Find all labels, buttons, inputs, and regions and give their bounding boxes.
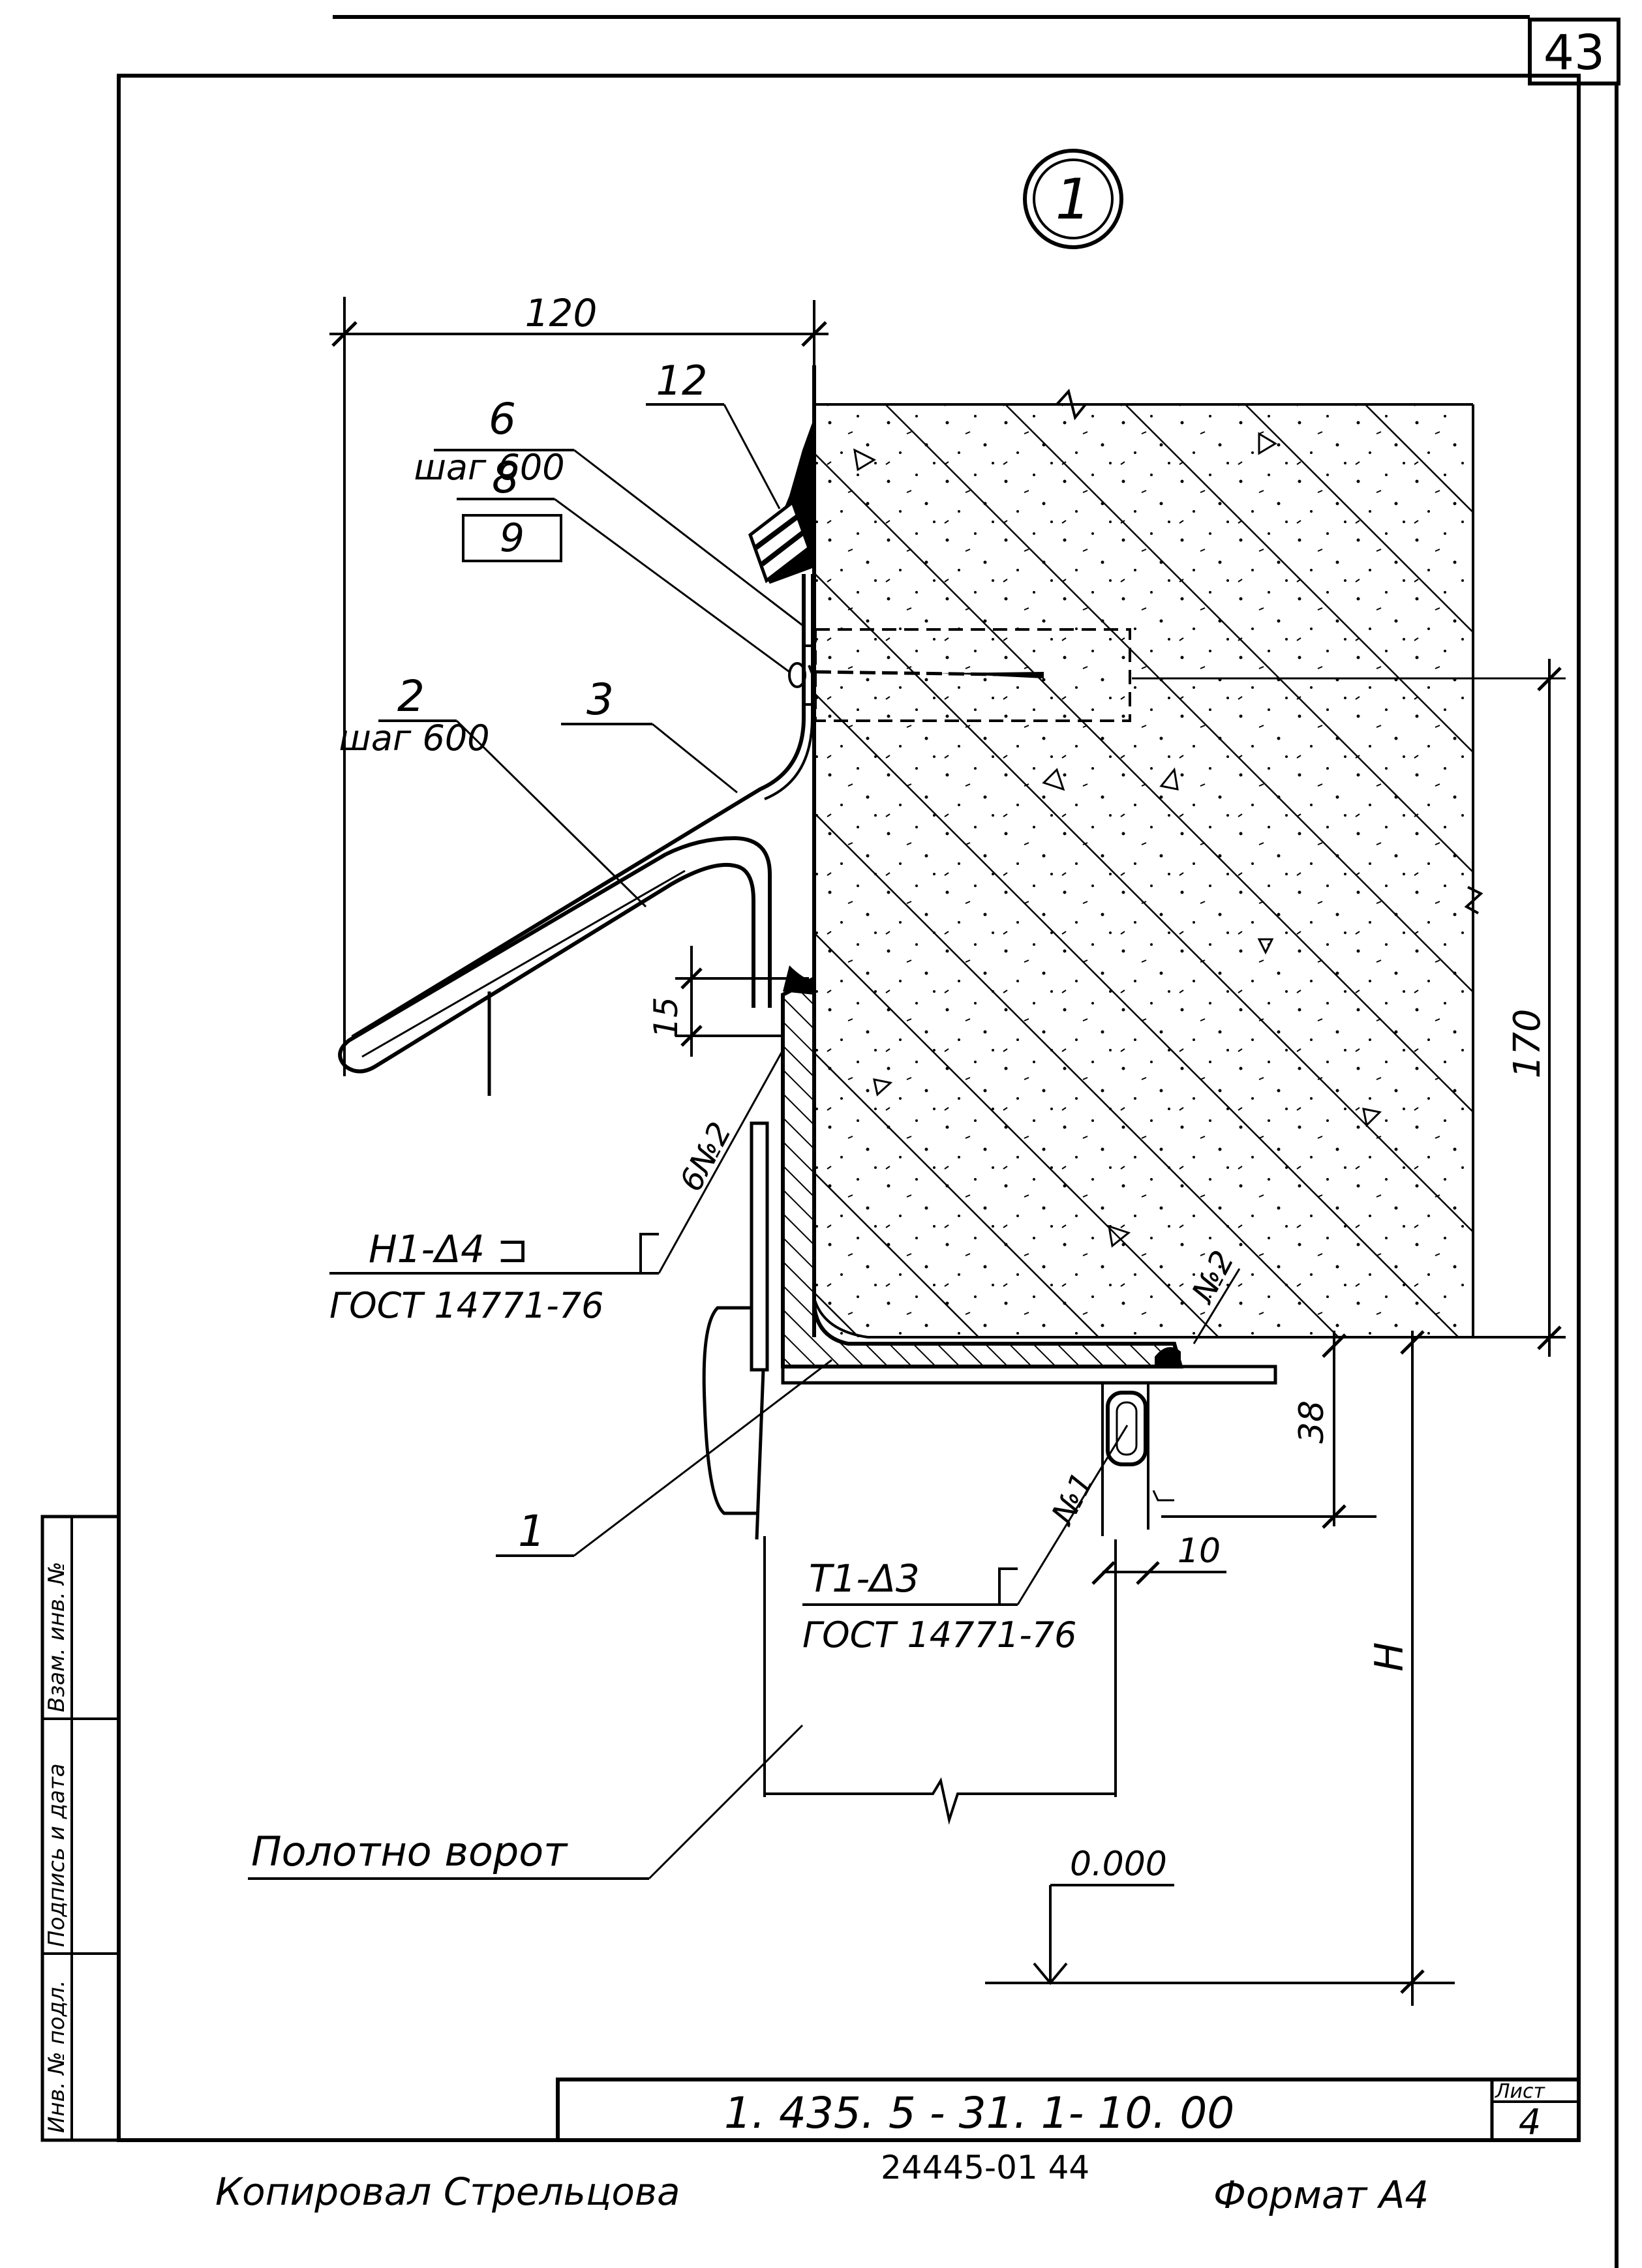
- dim-120-label: 120: [525, 291, 598, 335]
- dim-15: [675, 946, 809, 1057]
- leader-3: [561, 723, 738, 794]
- dim-170-label: 170: [1506, 1009, 1549, 1079]
- callout-6: 6: [489, 394, 516, 444]
- gate-leaf-label: Полотно ворот: [251, 1828, 568, 1875]
- sheet-label: Лист: [1495, 2080, 1546, 2103]
- rubber-seal: [748, 417, 814, 584]
- callout-2: 2: [397, 671, 425, 721]
- callout-9-box: [462, 514, 562, 562]
- leader-12: [646, 403, 781, 509]
- bent-plate: [338, 836, 772, 1096]
- dim-38-label: 38: [1292, 1400, 1331, 1444]
- weld-h1-standard: ГОСТ 14771-76: [329, 1285, 603, 1326]
- callout-1: 1: [518, 1506, 545, 1556]
- detail-marker: [1023, 149, 1123, 249]
- callout-9: 9: [500, 515, 525, 561]
- dim-15-label: 15: [647, 997, 685, 1038]
- steel-angle: [781, 975, 1183, 1368]
- gate-leaf: [763, 1536, 1117, 1825]
- weld-t1-symbol: Т1-Δ3: [809, 1556, 920, 1601]
- gate-leaf-leader: [248, 1724, 804, 1880]
- format-label: Формат А4: [1213, 2173, 1429, 2217]
- leader-1: [496, 1359, 832, 1557]
- weld-h1-callout: [329, 1050, 784, 1275]
- sheet-number: 4: [1519, 2102, 1541, 2143]
- sheet-corner-number: 43: [1543, 25, 1605, 81]
- anchor-bolt: [788, 628, 1131, 722]
- copied-by: Копировал Стрельцова: [215, 2170, 680, 2214]
- side-stamp-signature: Подпись и дата: [44, 1763, 70, 1947]
- weld-right-leader: [1193, 1268, 1241, 1344]
- callout-2-step: шаг 600: [339, 718, 489, 759]
- callout-6-step: шаг 600: [414, 447, 564, 488]
- side-stamp-replace: Взам. инв. №: [44, 1562, 70, 1712]
- dim-38: [1161, 1331, 1376, 1529]
- weld-h1-symbol: Н1-Δ4 ⊐: [369, 1227, 528, 1271]
- dim-170: [1473, 659, 1566, 1357]
- dim-10-label: 10: [1178, 1532, 1221, 1571]
- side-stamp-inv: Инв. № подл.: [44, 1980, 70, 2133]
- concrete-wall: [812, 365, 1483, 1338]
- callout-12: 12: [656, 357, 708, 404]
- drawing-designation: 1. 435. 5 - 31. 1- 10. 00: [724, 2088, 1234, 2138]
- leader-2: [378, 719, 647, 908]
- level-mark: [985, 1884, 1455, 1986]
- order-number: 24445-01 44: [881, 2149, 1089, 2186]
- leader-6: [434, 449, 804, 627]
- weld-h1-no: 6№2: [673, 1116, 739, 1197]
- side-stamp: [40, 1515, 121, 2142]
- dim-120: [329, 297, 829, 1076]
- weld-t1-standard: ГОСТ 14771-76: [802, 1614, 1076, 1656]
- bent-sheet: [351, 574, 806, 1039]
- level-mark-label: 0.000: [1070, 1845, 1167, 1884]
- weld-t1-no: №1: [1044, 1466, 1102, 1532]
- dim-h-label: H: [1367, 1642, 1412, 1671]
- title-block: [556, 2078, 1581, 2142]
- dim-10: [1091, 1561, 1226, 1585]
- gate-leaf-frame: [702, 1121, 1277, 1540]
- callout-8: 8: [492, 453, 519, 503]
- detail-marker-number: 1: [1056, 167, 1091, 232]
- callout-3: 3: [586, 674, 614, 725]
- weld-t1-callout: [802, 1425, 1129, 1606]
- leader-8: [457, 498, 790, 673]
